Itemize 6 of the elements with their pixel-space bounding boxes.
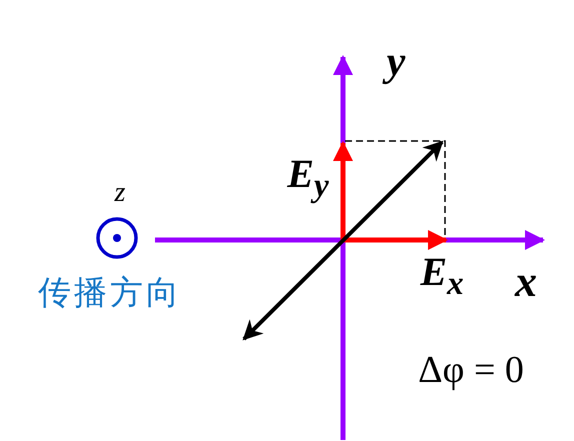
vector-label: E$_{x}$ (420, 252, 464, 300)
formula-label: Δφ = 0 (418, 351, 524, 389)
axis-label: z (114, 179, 126, 207)
axis-label: x (515, 260, 537, 304)
vector-label: E$_{y}$ (287, 154, 329, 202)
direction-label: 传播方向 (38, 276, 182, 308)
